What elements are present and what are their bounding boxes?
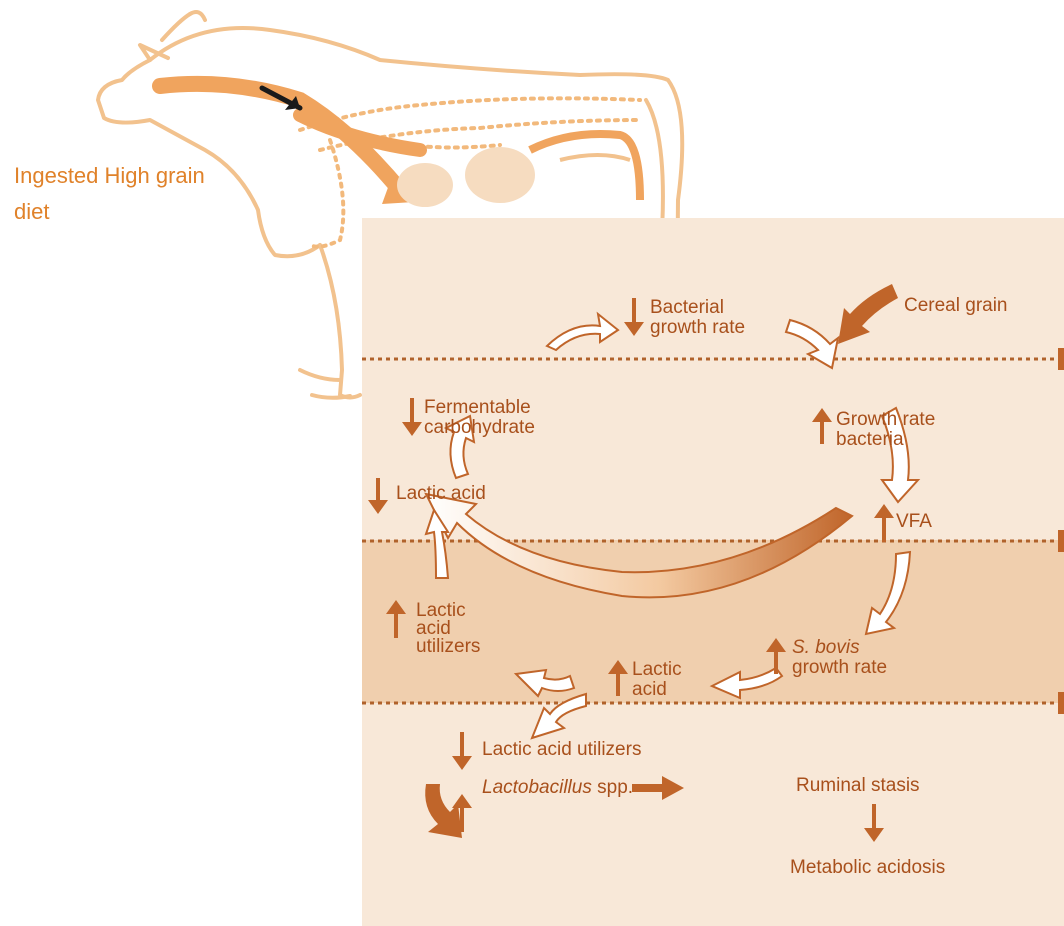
arrow-growth-to-growthrate xyxy=(786,320,838,368)
label-fermentable-carbohydrate: Fermentable carbohydrate xyxy=(424,398,535,438)
down-arrow-fermentable xyxy=(402,398,422,436)
arrow-cereal xyxy=(838,284,898,344)
label-lactic-acid-utilizers-bottom: Lactic acid utilizers xyxy=(482,740,641,760)
arrow-sbovis-to-lacticacid xyxy=(712,668,782,698)
rumen-diagram-panel: Bacterial growth rate Cereal grain Ferme… xyxy=(362,218,1064,926)
arrow-lactic-to-bottom xyxy=(532,694,586,738)
arrow-vfa-to-sbovis xyxy=(866,552,910,634)
arrow-solid-bottom xyxy=(425,784,462,838)
big-curved-arrow xyxy=(426,494,852,597)
label-cereal-grain: Cereal grain xyxy=(904,296,1008,316)
label-s-bovis: S. bovis growth rate xyxy=(792,638,887,678)
caption-line-1: Ingested High grain xyxy=(14,158,274,194)
label-growth-rate-bacteria: Growth rate bacteria xyxy=(836,410,935,450)
label-vfa: VFA xyxy=(896,512,932,532)
label-metabolic-acidosis: Metabolic acidosis xyxy=(790,858,945,878)
label-lactic-acid-utilizers-mid: Lactic acid utilizers xyxy=(416,602,480,656)
label-lactic-acid-mid: Lactic acid xyxy=(632,660,682,700)
down-arrow-bacterial xyxy=(624,298,644,336)
caption: Ingested High grain diet xyxy=(14,158,274,230)
up-arrow-lacticacid-mid xyxy=(608,660,628,696)
caption-line-2: diet xyxy=(14,194,274,230)
label-ruminal-stasis: Ruminal stasis xyxy=(796,776,920,796)
label-lactobacillus: Lactobacillus spp. xyxy=(482,778,633,798)
down-arrow-lactic-top xyxy=(368,478,388,514)
arrow-to-bacterial xyxy=(547,314,618,350)
up-arrow-sbovis xyxy=(766,638,786,674)
down-arrow-utilizers-bottom xyxy=(452,732,472,770)
label-bacterial-growth-rate: Bacterial growth rate xyxy=(650,298,745,338)
right-arrow-lactobacillus xyxy=(632,776,684,800)
label-lactic-acid-top: Lactic acid xyxy=(396,484,486,504)
up-arrow-vfa xyxy=(874,504,894,542)
down-arrow-stasis xyxy=(864,804,884,842)
arrow-lacticacid-to-utilizers xyxy=(516,670,574,696)
up-arrow-growthrate xyxy=(812,408,832,444)
up-arrow-utilizers xyxy=(386,600,406,638)
